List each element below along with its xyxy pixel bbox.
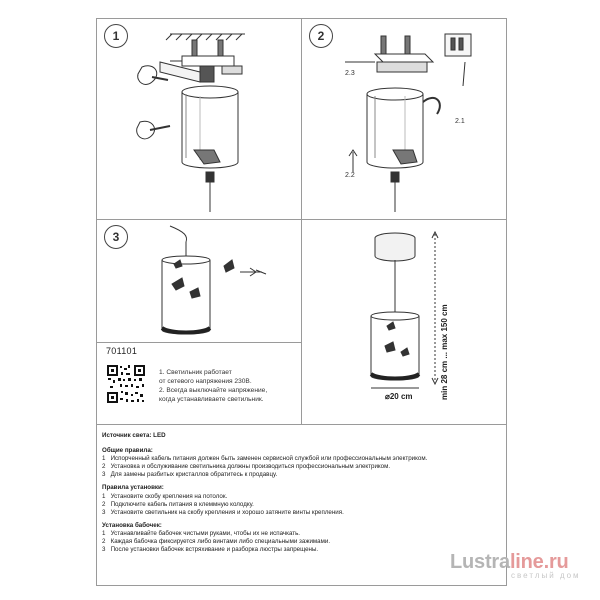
general-rule-item: 1 Испорченный кабель питания должен быть…	[102, 455, 428, 463]
install-rule-item: 3 Установите светильник на скобу креплен…	[102, 508, 344, 516]
step-label-2-1: 2.1	[455, 118, 465, 125]
install-rules-title: Правила установки:	[102, 484, 164, 492]
watermark-logo: Lustraline.ru	[450, 551, 569, 574]
step-2-number: 2	[309, 24, 333, 48]
install-rule-item: 1 Установите скобу крепления на потолок.	[102, 492, 228, 500]
notes-text: 1. Светильник работает от сетевого напря…	[159, 368, 287, 404]
product-code: 701101	[106, 346, 138, 356]
general-rule-item: 3 Для замены разбитых кристаллов обратит…	[102, 471, 278, 479]
step-label-2-3: 2.3	[345, 70, 355, 77]
step-label-2-2: 2.2	[345, 172, 355, 179]
panel-3-illustration	[160, 225, 267, 335]
butterflies-item: 2 Каждая бабочка фиксируется либо винтам…	[102, 538, 331, 546]
instructions-text: Источник света: LED Общие правила: 1 Исп…	[102, 432, 502, 554]
butterflies-item: 1 Устанавливайте бабочек чистыми руками,…	[102, 529, 301, 537]
text-section-frame	[96, 424, 507, 586]
panel-1-illustration	[136, 33, 245, 212]
watermark-subtitle: светлый дом	[511, 571, 581, 580]
note-line: 2. Всегда выключайте напряжение,	[159, 387, 268, 394]
watermark-part1: Lustra	[450, 551, 510, 573]
height-dimension: min 28 cm ... max 150 cm	[440, 304, 449, 400]
light-source: Источник света: LED	[102, 432, 166, 439]
general-rule-item: 2 Установка и обслуживание светильника д…	[102, 463, 391, 471]
note-line: 1. Светильник работает	[159, 369, 232, 376]
note-line: от сетевого напряжения 230В.	[159, 378, 252, 385]
step-3-number: 3	[104, 225, 128, 249]
watermark-part2: line.ru	[509, 551, 569, 573]
dimensions-illustration	[369, 230, 439, 389]
qr-code-icon	[106, 364, 146, 404]
panel-2-illustration	[345, 33, 472, 212]
step-1-number: 1	[104, 24, 128, 48]
diameter-dimension: ⌀20 cm	[385, 392, 413, 401]
note-line: когда устанавливаете светильник.	[159, 396, 264, 403]
install-rule-item: 2 Подключите кабель питания в клеммную к…	[102, 500, 254, 508]
general-rules-title: Общие правила:	[102, 447, 153, 455]
butterflies-title: Установка бабочек:	[102, 521, 162, 529]
butterflies-item: 3 После установки бабочек встряхивание и…	[102, 546, 319, 554]
